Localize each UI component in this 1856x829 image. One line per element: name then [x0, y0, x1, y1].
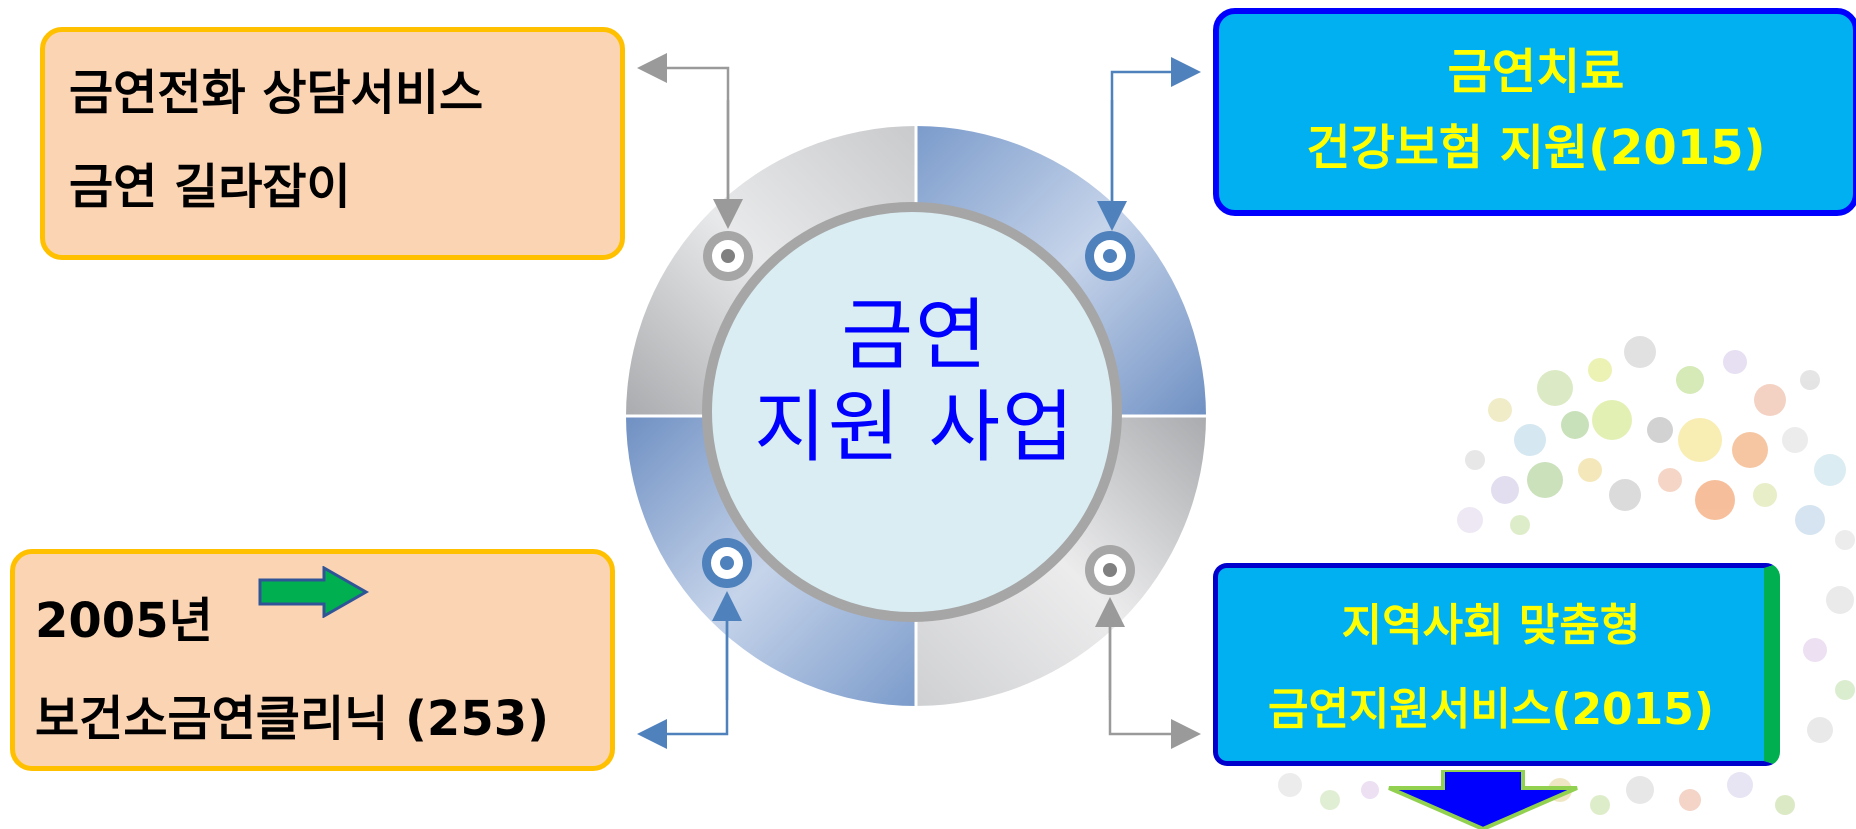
box-br-line1: 지역사회 맞춤형: [1341, 600, 1641, 651]
connector-top-left: [637, 53, 743, 229]
green-arrow-right-icon: [258, 566, 370, 618]
center-label-line1: 금연: [841, 291, 989, 381]
connector-bottom-left: [637, 591, 742, 749]
box-bl-line2: 보건소금연클리닉 (253): [35, 691, 550, 747]
box-health-center-clinic: 2005년 보건소금연클리닉 (253): [10, 549, 615, 771]
target-dot-icon-top-left: [703, 231, 753, 281]
target-dot-icon-bottom-left: [702, 538, 752, 588]
target-dot-icon-top-right: [1085, 231, 1135, 281]
box-tr-line1: 금연치료: [1447, 44, 1625, 100]
box-bl-year: 2005년: [35, 593, 213, 649]
center-disc: [702, 202, 1122, 622]
center-label-line2: 지원 사업: [754, 383, 1076, 473]
blue-arrow-down-icon: [1388, 770, 1578, 829]
cycle-ring: [626, 126, 1206, 706]
box-br-line2: 금연지원서비스(2015): [1267, 684, 1715, 735]
connector-bottom-right: [1095, 597, 1201, 749]
target-dot-icon-bottom-right: [1085, 545, 1135, 595]
box-tl-line1: 금연전화 상담서비스: [69, 65, 484, 121]
center-label: 금연 지원 사업: [700, 290, 1130, 474]
box-phone-counseling: 금연전화 상담서비스 금연 길라잡이: [40, 27, 625, 260]
connector-top-right: [1097, 57, 1201, 231]
box-insurance-support: 금연치료 건강보험 지원(2015): [1213, 8, 1856, 216]
box-tr-line2: 건강보험 지원(2015): [1306, 120, 1766, 176]
box-community-service: 지역사회 맞춤형 금연지원서비스(2015): [1213, 563, 1780, 766]
decorative-dots: [1278, 336, 1855, 815]
box-tl-line2: 금연 길라잡이: [69, 159, 351, 215]
